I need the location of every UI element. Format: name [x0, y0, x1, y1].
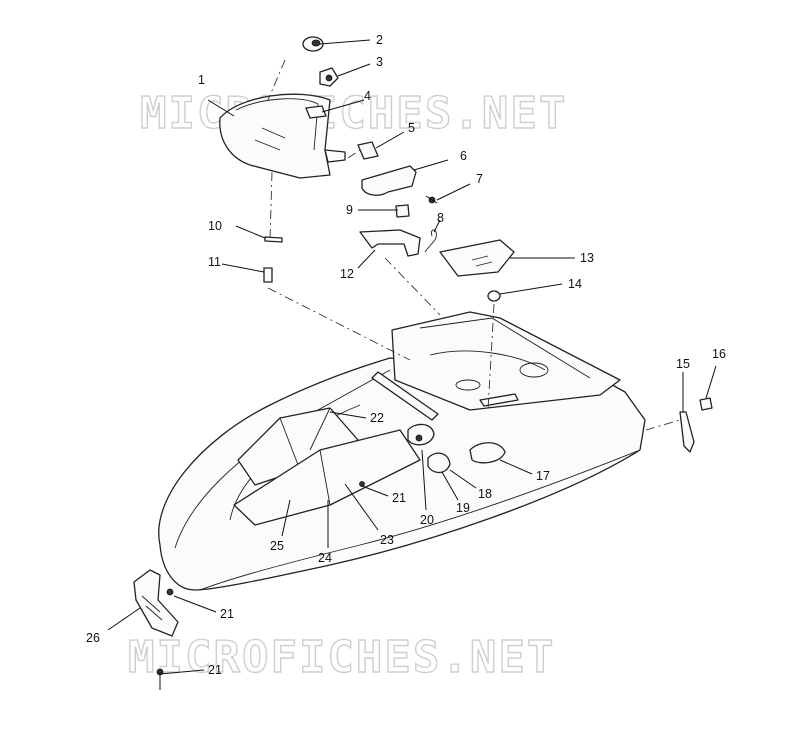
callout-3: 3 [376, 55, 383, 69]
part-12-mount-bracket [359, 229, 421, 257]
part-10-pin [264, 236, 283, 243]
watermark-top: MICROFICHES.NET [140, 88, 567, 139]
hood-body [158, 311, 646, 591]
callout-12: 12 [340, 267, 354, 281]
callout-9: 9 [346, 203, 353, 217]
callout-21-bottom: 21 [208, 663, 222, 677]
assembly-line-7 [645, 419, 681, 431]
callout-6: 6 [460, 149, 467, 163]
callout-7: 7 [476, 172, 483, 186]
callout-21-console: 21 [392, 491, 406, 505]
part-9-nut [395, 204, 410, 218]
part-6-bracket [361, 165, 417, 196]
callout-21-bracket: 21 [220, 607, 234, 621]
callout-20: 20 [420, 513, 434, 527]
part-5-plate [357, 141, 379, 160]
part-16-bumper [699, 397, 713, 411]
leader-lines [107, 39, 717, 675]
callout-10: 10 [208, 219, 222, 233]
callout-5: 5 [408, 121, 415, 135]
callout-8: 8 [437, 211, 444, 225]
part-14-grommet [487, 290, 501, 302]
callout-2: 2 [376, 33, 383, 47]
part-21-screws [156, 481, 365, 690]
callout-24: 24 [318, 551, 332, 565]
part-1-headlight-pod [219, 93, 346, 179]
part-17-decal [469, 442, 506, 464]
part-4-pad [305, 105, 327, 119]
part-19-20-gauges [407, 423, 451, 474]
callout-14: 14 [568, 277, 582, 291]
part-13-cover [439, 239, 515, 277]
callout-15: 15 [676, 357, 690, 371]
callout-22: 22 [370, 411, 384, 425]
callout-1: 1 [198, 73, 205, 87]
callout-19: 19 [456, 501, 470, 515]
callout-18: 18 [478, 487, 492, 501]
assembly-line-4 [347, 149, 361, 159]
callout-4: 4 [364, 89, 371, 103]
part-3-switch [319, 67, 339, 87]
callout-25: 25 [270, 539, 284, 553]
callout-11: 11 [208, 255, 221, 269]
assembly-line-1 [267, 59, 286, 101]
part-2-knob [302, 36, 324, 52]
assembly-line-5 [384, 257, 441, 316]
assembly-line-2 [269, 171, 273, 241]
callout-26: 26 [86, 631, 100, 645]
callout-23: 23 [380, 533, 394, 547]
part-8-clip [424, 229, 437, 253]
part-26-rear-bracket [133, 569, 179, 637]
assembly-line-3 [267, 287, 411, 361]
callout-13: 13 [580, 251, 594, 265]
callout-16: 16 [712, 347, 726, 361]
callout-17: 17 [536, 469, 550, 483]
part-7-screw [425, 195, 438, 204]
watermark-bottom: MICROFICHES.NET [128, 632, 555, 683]
part-15-latch [679, 411, 695, 453]
part-11-spring [263, 267, 273, 283]
